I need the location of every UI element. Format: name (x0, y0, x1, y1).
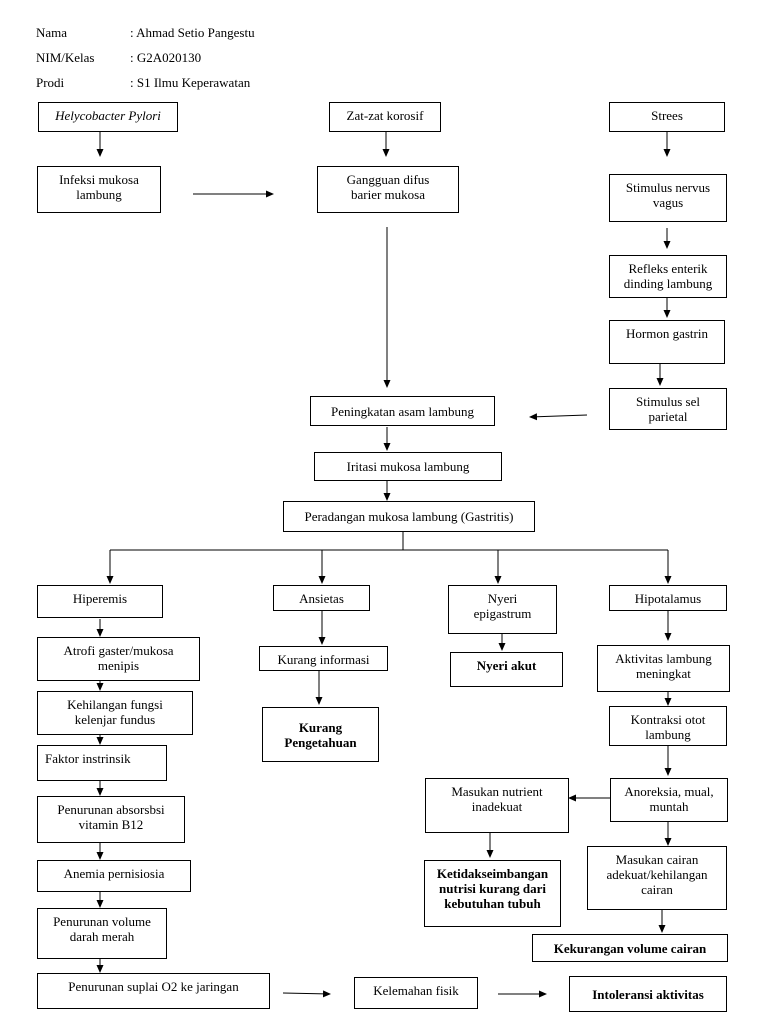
node-kurang-informasi: Kurang informasi (259, 646, 388, 671)
node-stimulus-parietal: Stimulus sel parietal (609, 388, 727, 430)
node-anoreksia: Anoreksia, mual, muntah (610, 778, 728, 822)
name-value: : Ahmad Setio Pangestu (130, 25, 255, 40)
node-hiperemis: Hiperemis (37, 585, 163, 618)
node-refleks-enterik: Refleks enterik dinding lambung (609, 255, 727, 298)
node-helicobacter-pylori: Helycobacter Pylori (38, 102, 178, 132)
node-gangguan-difus: Gangguan difus barier mukosa (317, 166, 459, 213)
arrow-suplai-kelemahan (282, 990, 331, 998)
node-kehilangan-fungsi: Kehilangan fungsi kelenjar fundus (37, 691, 193, 735)
node-gastritis: Peradangan mukosa lambung (Gastritis) (283, 501, 535, 532)
node-hipotalamus: Hipotalamus (609, 585, 727, 611)
node-hormon-gastrin: Hormon gastrin (609, 320, 725, 364)
arrow-parietal-asam (529, 413, 588, 421)
prodi-label: Prodi (36, 75, 65, 90)
node-kelemahan-fisik: Kelemahan fisik (354, 977, 478, 1009)
node-ketidakseimbangan-nutrisi: Ketidakseimbangan nutrisi kurang dari ke… (424, 860, 561, 927)
prodi-value: : S1 Ilmu Keperawatan (130, 75, 251, 90)
node-kurang-pengetahuan: Kurang Pengetahuan (262, 707, 379, 762)
name-label: Nama (36, 25, 68, 40)
node-aktivitas-lambung: Aktivitas lambung meningkat (597, 645, 730, 692)
node-masukan-cairan: Masukan cairan adekuat/kehilangan cairan (587, 846, 727, 910)
node-penurunan-suplai: Penurunan suplai O2 ke jaringan (37, 973, 270, 1009)
node-kontraksi-otot: Kontraksi otot lambung (609, 706, 727, 746)
node-anemia-pernisiosia: Anemia pernisiosia (37, 860, 191, 892)
node-penurunan-absorbsi: Penurunan absorsbsi vitamin B12 (37, 796, 185, 843)
node-penurunan-volume: Penurunan volume darah merah (37, 908, 167, 959)
node-peningkatan-asam: Peningkatan asam lambung (310, 396, 495, 426)
node-kekurangan-volume-cairan: Kekurangan volume cairan (532, 934, 728, 962)
node-nyeri-akut: Nyeri akut (450, 652, 563, 687)
node-strees: Strees (609, 102, 725, 132)
node-iritasi-mukosa: Iritasi mukosa lambung (314, 452, 502, 481)
node-zat-korosif: Zat-zat korosif (329, 102, 441, 132)
node-masukan-nutrient: Masukan nutrient inadekuat (425, 778, 569, 833)
nim-label: NIM/Kelas (36, 50, 95, 65)
node-atrofi-gaster: Atrofi gaster/mukosa menipis (37, 637, 200, 681)
node-nyeri-epigastrum: Nyeri epigastrum (448, 585, 557, 634)
node-faktor-instrinsik: Faktor instrinsik (37, 745, 167, 781)
node-infeksi-mukosa: Infeksi mukosa lambung (37, 166, 161, 213)
node-intoleransi-aktivitas: Intoleransi aktivitas (569, 976, 727, 1012)
node-ansietas: Ansietas (273, 585, 370, 611)
node-stimulus-vagus: Stimulus nervus vagus (609, 174, 727, 222)
nim-value: : G2A020130 (130, 50, 202, 65)
